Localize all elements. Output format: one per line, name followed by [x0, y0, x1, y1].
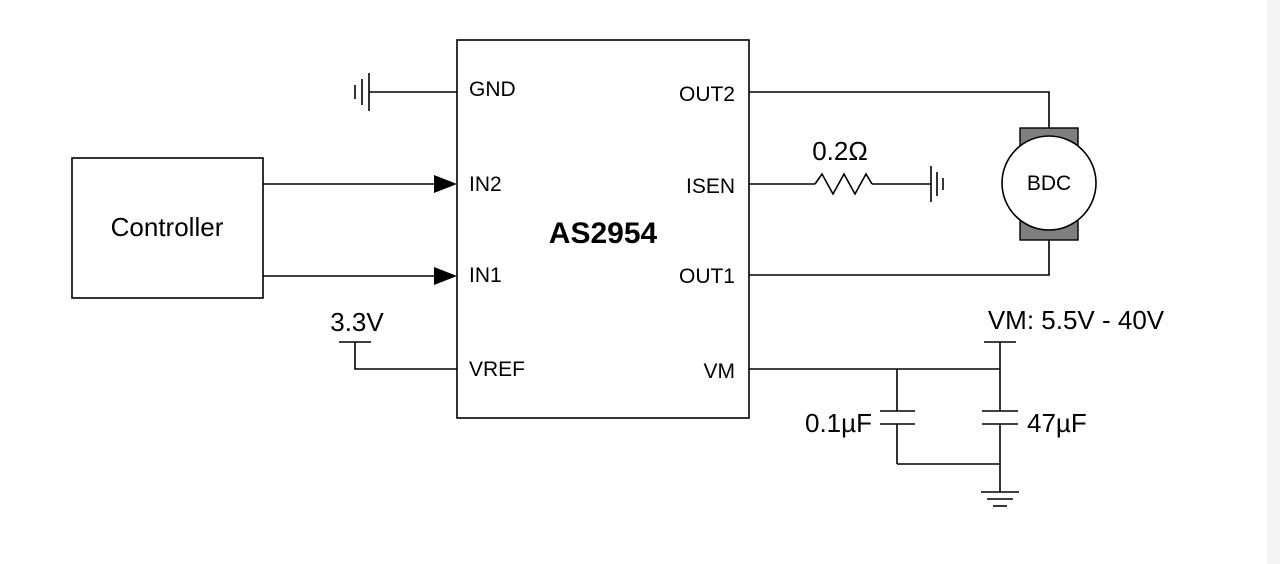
pin-gnd-label: GND — [469, 78, 516, 101]
in2-signal-wire — [263, 175, 457, 193]
ground-symbol-gnd-pin — [354, 73, 457, 111]
pin-in2-label: IN2 — [469, 173, 502, 196]
pin-in1-label: IN1 — [469, 264, 502, 287]
vm-supply-label: VM: 5.5V - 40V — [988, 305, 1165, 335]
chip-name: AS2954 — [549, 217, 658, 250]
in2-arrow-icon — [434, 175, 457, 193]
pin-out1-label: OUT1 — [679, 265, 735, 288]
motor-circle — [1001, 135, 1097, 231]
vref-supply-wire — [339, 341, 457, 370]
vref-supply-label: 3.3V — [330, 307, 384, 337]
controller-label: Controller — [111, 212, 224, 242]
pin-isen-label: ISEN — [686, 175, 735, 198]
ground-symbol-bottom — [981, 491, 1019, 507]
out2-wire — [749, 91, 1050, 128]
page-edge-strip — [1267, 0, 1280, 564]
controller-block — [71, 157, 264, 299]
capacitor-bulk — [982, 410, 1018, 492]
out1-wire — [749, 240, 1050, 276]
chip-body — [456, 39, 750, 419]
capacitor-small-value: 0.1µF — [805, 408, 872, 438]
vm-supply-wire — [749, 341, 1016, 411]
in1-signal-wire — [263, 267, 457, 285]
capacitor-small — [880, 369, 1000, 465]
pin-out2-label: OUT2 — [679, 83, 735, 106]
motor-label: BDC — [1027, 172, 1071, 195]
sense-resistor-value: 0.2Ω — [812, 136, 868, 166]
resistor-zigzag-icon — [814, 172, 873, 196]
capacitor-bulk-value: 47µF — [1027, 408, 1087, 438]
pin-vm-label: VM — [704, 360, 736, 383]
in1-arrow-icon — [434, 267, 457, 285]
sense-resistor — [749, 166, 944, 202]
motor-bdc: BDC — [1001, 127, 1097, 241]
pin-vref-label: VREF — [469, 358, 525, 381]
